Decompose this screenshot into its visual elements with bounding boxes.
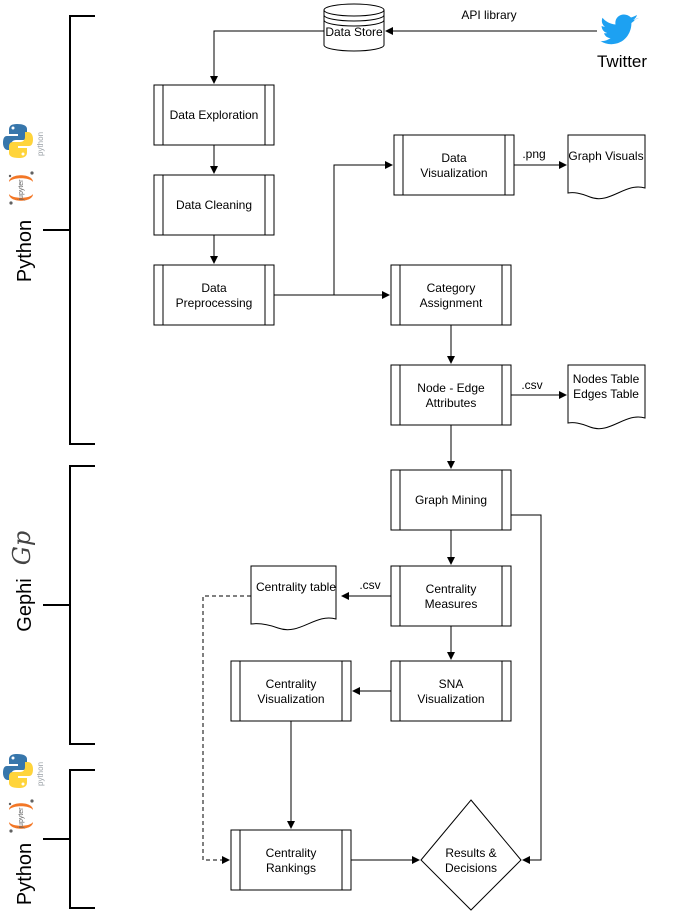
nodes-table-label: Nodes Table [573, 372, 640, 386]
sna-visualization-node [390, 660, 512, 722]
graph-mining-label: Graph Mining [415, 493, 487, 507]
graph-mining-node [390, 469, 512, 531]
centrality-rankings-node [230, 829, 352, 891]
results-decisions-label-2: Decisions [445, 861, 497, 875]
python-bottom-brace [43, 769, 95, 909]
category-assignment-label-1: Category [427, 281, 476, 295]
png-edge-label: .png [522, 147, 545, 161]
twitter-bird-icon [600, 14, 639, 45]
gephi-brace [43, 465, 95, 745]
centrality-measures-label-2: Measures [425, 597, 478, 611]
data-store-label: Data Store [325, 25, 383, 39]
csv-nodes-edge-label: .csv [521, 378, 542, 392]
api-library-label: API library [461, 8, 516, 22]
edges-table-label: Edges Table [573, 387, 639, 401]
data-preprocessing-label-2: Preprocessing [176, 296, 253, 310]
csv-centrality-edge-label: .csv [359, 578, 380, 592]
data-cleaning-label: Data Cleaning [176, 198, 252, 212]
centrality-table-label: Centrality table [256, 580, 336, 594]
centrality-measures-label-1: Centrality [426, 582, 477, 596]
results-decisions-label-1: Results & [445, 846, 496, 860]
sna-visualization-label-2: Visualization [417, 692, 484, 706]
jupyter-logo-wordmark: jupyter [18, 179, 25, 202]
gephi-logo-icon: Gp [8, 531, 36, 566]
python-logo-icon [3, 124, 33, 158]
graph-visuals-label: Graph Visuals [568, 149, 643, 163]
data-visualization-label-1: Data [441, 151, 467, 165]
python-top-brace [43, 15, 95, 445]
centrality-visualization-node [230, 660, 352, 722]
nodes-edges-tables-document [567, 364, 646, 430]
data-store-to-exploration-arrow [210, 30, 324, 84]
node-edge-attributes-label-2: Attributes [426, 396, 477, 410]
data-store-node [323, 3, 385, 52]
centrality-visualization-label-1: Centrality [266, 677, 317, 691]
gephi-label: Gephi [14, 578, 36, 631]
centrality-visualization-label-2: Visualization [257, 692, 324, 706]
category-assignment-label-2: Assignment [420, 296, 483, 310]
python-bottom-label: Python [14, 843, 36, 905]
sna-visualization-label-1: SNA [439, 677, 464, 691]
jupyter-logo-icon-bottom [8, 799, 34, 833]
preprocessing-to-visualization-arrow [333, 161, 393, 295]
node-edge-attributes-node [390, 364, 512, 426]
centrality-measures-node [390, 565, 512, 627]
data-exploration-label: Data Exploration [170, 108, 259, 122]
data-visualization-label-2: Visualization [420, 166, 487, 180]
data-preprocessing-node [153, 264, 275, 326]
category-assignment-node [390, 264, 512, 326]
data-cleaning-node [153, 174, 275, 236]
python-logo-wordmark-bottom: python [36, 762, 45, 786]
centrality-table-document [250, 565, 337, 631]
centrality-rankings-label-1: Centrality [266, 846, 317, 860]
graph-visuals-document [567, 134, 646, 200]
jupyter-logo-icon [8, 171, 34, 205]
data-preprocessing-label-1: Data [201, 281, 227, 295]
data-visualization-node [393, 134, 515, 196]
python-top-label: Python [14, 220, 36, 282]
twitter-label: Twitter [597, 52, 647, 71]
node-edge-attributes-label-1: Node - Edge [417, 381, 485, 395]
jupyter-logo-wordmark-bottom: jupyter [18, 807, 25, 830]
results-decisions-node [420, 799, 522, 911]
centrality-rankings-label-2: Rankings [266, 861, 316, 875]
centrality-table-to-rankings-dashed-arrow [202, 595, 251, 864]
python-logo-wordmark: python [36, 132, 45, 156]
python-logo-icon-bottom [3, 754, 33, 788]
graph-mining-to-results-arrow [511, 514, 542, 864]
